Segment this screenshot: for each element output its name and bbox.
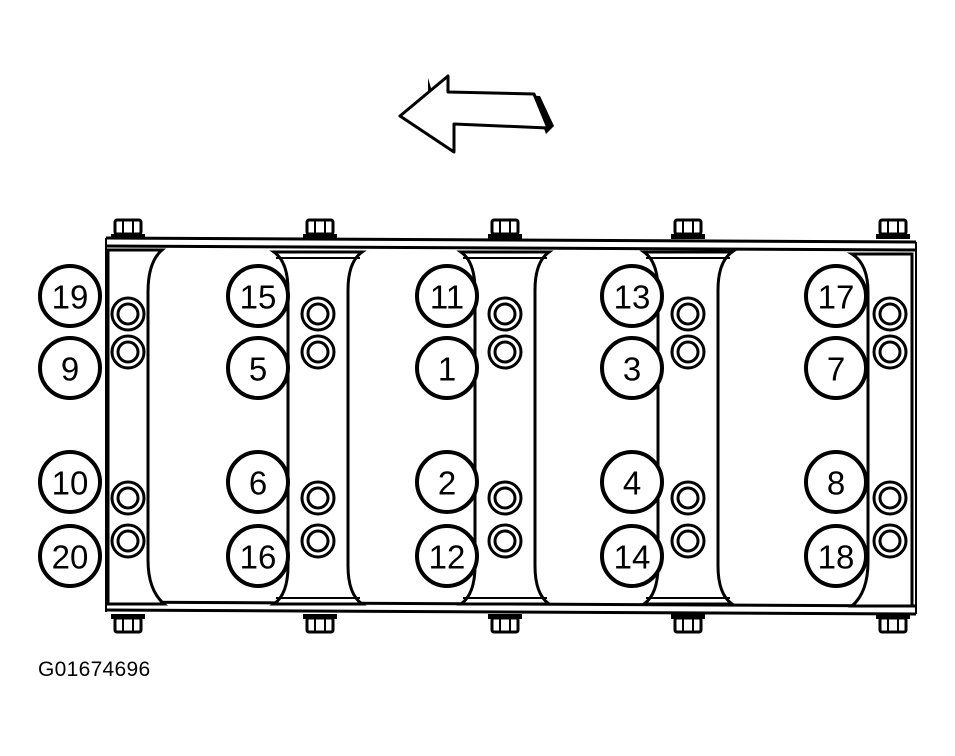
cap-bolt-icon [110,480,146,516]
cap-bolt-icon [487,334,523,370]
bolt-sequence-label: 2 [438,465,456,502]
bolt-sequence-label: 14 [614,539,651,576]
bolt-sequence-label: 9 [61,351,79,388]
bolt-sequence-number: 17 [804,264,868,328]
bolt-sequence-number: 6 [226,450,290,514]
bolt-sequence-number: 8 [804,450,868,514]
bolt-sequence-label: 12 [429,539,466,576]
frame-bolt-icon [876,218,910,239]
cap-bolt-icon [670,523,706,559]
cap-bolt-icon [300,334,336,370]
bedplate-frame [105,236,917,616]
frame-bolt-icon [488,614,522,634]
cap-bolt-icon [300,480,336,516]
cap-bolt-icon [670,480,706,516]
bolt-sequence-number: 9 [38,336,102,400]
bolt-sequence-label: 11 [430,279,464,316]
frame-bolt-icon [876,614,910,634]
frame-bolt-icon [111,614,145,634]
bolt-sequence-number: 10 [38,450,102,514]
cap-bolt-icon [872,523,908,559]
bearing-cap [269,250,367,606]
cap-bolt-icon [872,296,908,332]
bolt-sequence-number: 16 [226,524,290,588]
cap-bolt-icon [487,523,523,559]
bolt-sequence-number: 15 [226,264,290,328]
bolt-sequence-label: 19 [52,279,89,316]
cap-bolt-icon [110,296,146,332]
bolt-sequence-label: 8 [827,465,845,502]
bolt-sequence-label: 20 [52,539,89,576]
bolt-sequence-number: 12 [415,524,479,588]
frame-bolt-icon [111,218,145,239]
cap-bolt-icon [300,523,336,559]
bolt-sequence-label: 4 [623,465,641,502]
cap-bolt-icon [487,480,523,516]
frame-bolts [111,218,910,634]
bolt-sequence-number: 1 [415,336,479,400]
bolt-sequence-label: 3 [623,351,641,388]
frame-bolt-icon [671,614,705,634]
cap-bolt-icon [487,296,523,332]
cap-bolt-icon [110,334,146,370]
frame-bolt-icon [488,218,522,239]
bolt-sequence-number: 7 [804,336,868,400]
cap-bolt-icon [670,296,706,332]
frame-bolt-icon [303,614,337,634]
bolt-sequence-number: 5 [226,336,290,400]
bolt-sequence-label: 16 [240,539,277,576]
figure-id: G01674696 [38,658,151,681]
bolt-sequence-label: 1 [438,351,456,388]
bolt-sequence-number: 13 [600,264,664,328]
cap-bolts [110,296,908,559]
frame-bolt-icon [671,218,705,239]
cap-bolt-icon [872,480,908,516]
bearing-cap [456,250,554,606]
bolt-sequence-label: 5 [249,351,267,388]
cap-bolt-icon [110,523,146,559]
cap-bolt-icon [300,296,336,332]
bolt-sequence-label: 15 [240,279,277,316]
bolt-sequence-label: 17 [818,279,855,316]
bolt-sequence-number: 2 [415,450,479,514]
bolt-sequence-number: 3 [600,336,664,400]
bolt-sequence-label: 10 [52,465,89,502]
front-direction-arrow-icon [398,74,554,154]
frame-bolt-icon [303,218,337,239]
bolt-sequence-number: 11 [415,264,479,328]
bolt-sequence-label: 6 [249,465,267,502]
bolt-sequence-number: 18 [804,524,868,588]
bolt-sequence-label: 7 [827,351,845,388]
bolt-sequence-number: 14 [600,524,664,588]
bolt-sequence-label: 13 [614,279,651,316]
cap-bolt-icon [872,334,908,370]
bolt-sequence-number: 19 [38,264,102,328]
bolt-sequence-number: 4 [600,450,664,514]
cap-bolt-icon [670,334,706,370]
bolt-sequence-label: 18 [818,539,855,576]
bolt-sequence-number: 20 [38,524,102,588]
